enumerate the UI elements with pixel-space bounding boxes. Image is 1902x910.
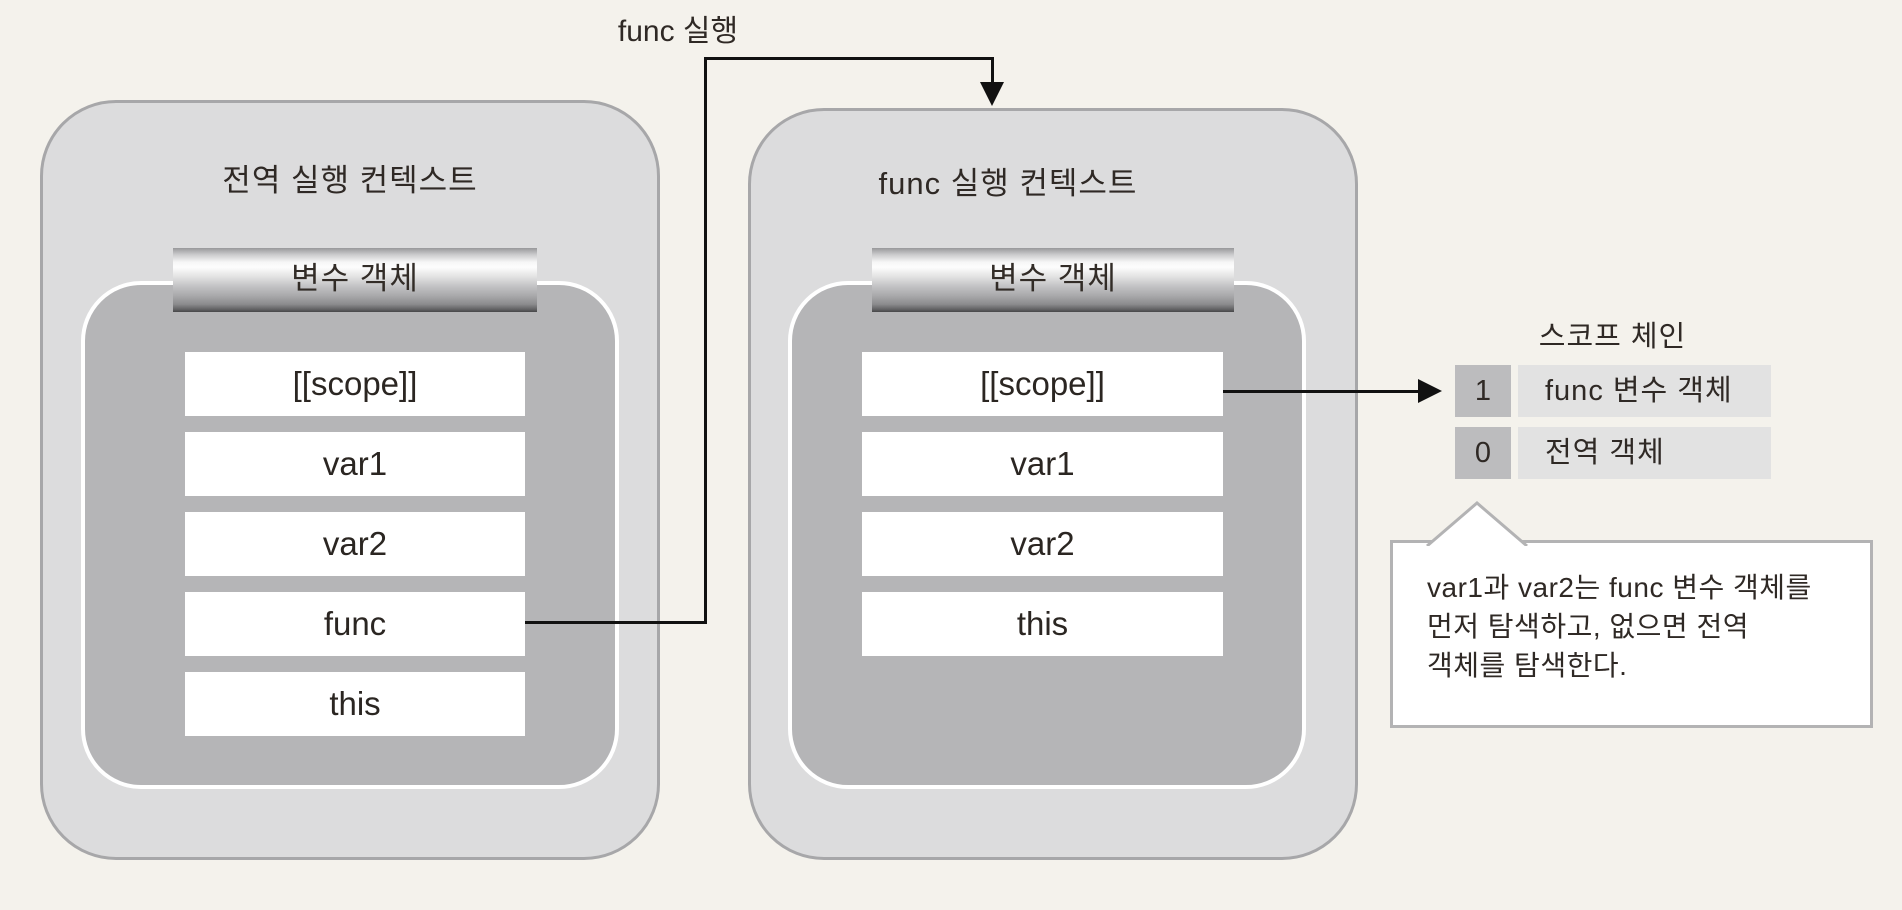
note-line-2: 먼저 탐색하고, 없으면 전역 xyxy=(1427,611,1749,642)
note-bubble-tail xyxy=(1426,501,1528,546)
func-slot-this: this xyxy=(862,592,1223,656)
func-call-line-stub xyxy=(991,57,994,84)
func-call-line-exit xyxy=(525,621,706,624)
scope-chain-line xyxy=(1223,390,1420,393)
func-slot-var1: var1 xyxy=(862,432,1223,496)
scope-chain-title: 스코프 체인 xyxy=(1538,321,1687,353)
note-line-3: 객체를 탐색한다. xyxy=(1427,650,1628,681)
func-variable-object-bar: 변수 객체 xyxy=(872,248,1234,312)
scope-chain-index-0: 0 xyxy=(1455,427,1511,479)
func-slot-var2: var2 xyxy=(862,512,1223,576)
global-slot-var1: var1 xyxy=(185,432,525,496)
func-call-label: func 실행 xyxy=(617,15,739,48)
global-variable-object-bar: 변수 객체 xyxy=(173,248,537,312)
note-line-1: var1과 var2는 func 변수 객체를 xyxy=(1427,572,1812,603)
note-text: var1과 var2는 func 변수 객체를 먼저 탐색하고, 없으면 전역 … xyxy=(1393,543,1870,685)
scope-chain-label-global: 전역 객체 xyxy=(1518,427,1771,479)
func-call-line-top xyxy=(704,57,994,60)
global-slot-scope: [[scope]] xyxy=(185,352,525,416)
func-context-title: func 실행 컨텍스트 xyxy=(878,166,1138,201)
arrowhead-down-icon xyxy=(980,82,1004,106)
note-bubble: var1과 var2는 func 변수 객체를 먼저 탐색하고, 없으면 전역 … xyxy=(1390,540,1873,728)
func-slot-scope: [[scope]] xyxy=(862,352,1223,416)
global-slot-func: func xyxy=(185,592,525,656)
global-slot-var2: var2 xyxy=(185,512,525,576)
scope-chain-label-func: func 변수 객체 xyxy=(1518,365,1771,417)
global-context-title: 전역 실행 컨텍스트 xyxy=(222,163,478,198)
global-slot-this: this xyxy=(185,672,525,736)
scope-chain-index-1: 1 xyxy=(1455,365,1511,417)
func-call-line-vertical xyxy=(704,57,707,624)
arrowhead-right-icon xyxy=(1418,379,1442,403)
